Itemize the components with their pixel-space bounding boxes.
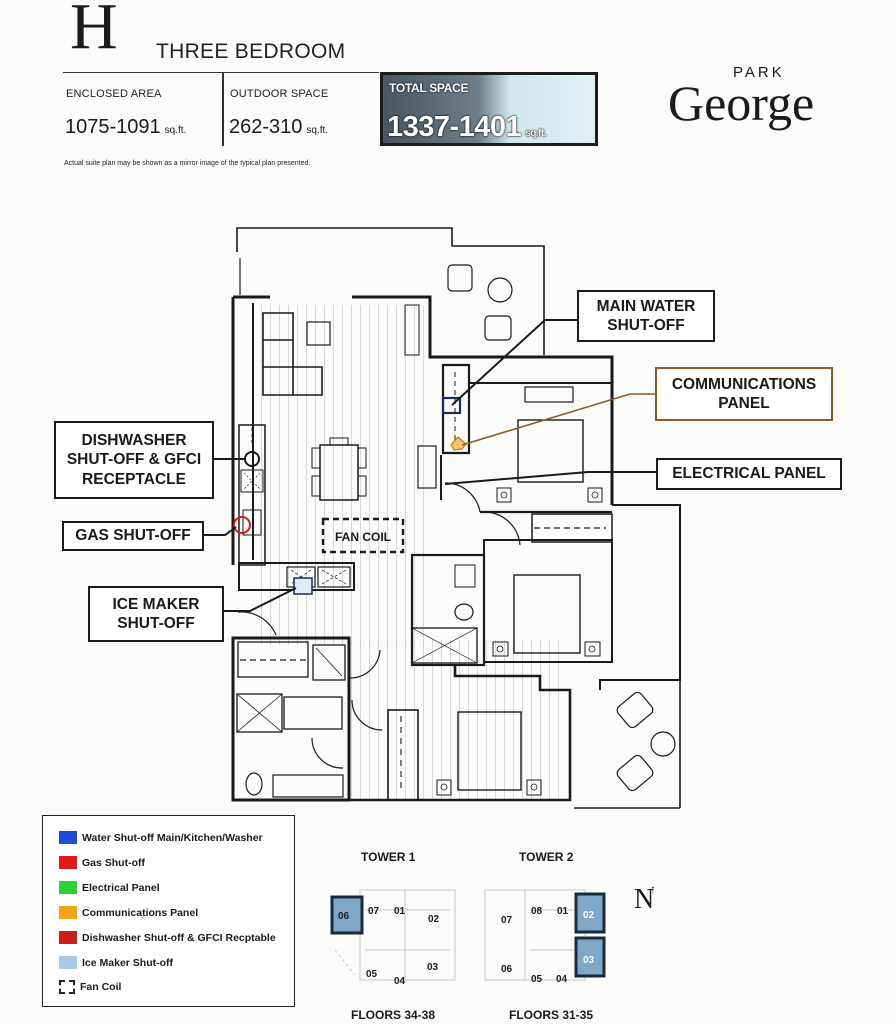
t2-unit-01: 01	[557, 906, 569, 917]
legend-label: Dishwasher Shut-off & GFCI Recptable	[82, 931, 276, 944]
outdoor-space-unit: sq.ft.	[306, 125, 329, 136]
brand-george: George	[668, 75, 815, 131]
legend-electrical: Electrical Panel	[59, 881, 160, 894]
t1-unit-05: 05	[366, 969, 378, 980]
t2-unit-04: 04	[556, 974, 568, 985]
dishwasher-swatch-icon	[59, 931, 77, 944]
communications-callout: COMMUNICATIONS PANEL	[655, 367, 833, 421]
t1-unit-06: 06	[338, 911, 350, 922]
enclosed-area-value: 1075-1091	[65, 116, 161, 138]
tower1-floors: FLOORS 34-38	[351, 1008, 436, 1022]
legend-fan-coil: Fan Coil	[59, 980, 121, 994]
legend-label: Gas Shut-off	[82, 856, 145, 869]
ice-maker-swatch-icon	[59, 956, 77, 969]
unit-letter: H	[70, 0, 118, 63]
tower2-floors: FLOORS 31-35	[509, 1008, 594, 1022]
legend-label: Fan Coil	[80, 981, 122, 993]
t2-unit-03: 03	[583, 955, 595, 966]
outdoor-space-value: 262-310	[229, 116, 303, 138]
dishwasher-line1: DISHWASHER	[81, 431, 187, 449]
legend-label: Communications Panel	[82, 906, 199, 919]
dishwasher-line3: RECEPTACLE	[82, 470, 186, 488]
main-water-line2: SHUT-OFF	[607, 317, 685, 334]
electrical-callout: ELECTRICAL PANEL	[656, 458, 842, 490]
ice-maker-line2: SHUT-OFF	[117, 615, 195, 632]
communications-line2: PANEL	[718, 395, 770, 412]
t1-unit-04: 04	[394, 976, 406, 987]
tower2-title: TOWER 2	[519, 850, 574, 864]
total-space-label: TOTAL SPACE	[389, 81, 469, 95]
stats-divider	[63, 72, 379, 73]
t1-unit-02: 02	[428, 914, 440, 925]
north-arrow-icon: ↑	[650, 882, 656, 896]
fan-coil-swatch-icon	[59, 980, 75, 994]
t2-unit-02: 02	[583, 910, 595, 921]
legend-water: Water Shut-off Main/Kitchen/Washer	[59, 831, 263, 844]
key-plans: 06 07 01 02 05 04 03 07 08 01 02 06 05 0…	[330, 889, 606, 987]
brand-park: PARK	[733, 64, 785, 81]
legend-label: Ice Maker Shut-off	[82, 956, 174, 969]
legend-label: Water Shut-off Main/Kitchen/Washer	[82, 831, 263, 844]
legend: Water Shut-off Main/Kitchen/Washer Gas S…	[42, 815, 295, 1007]
water-swatch-icon	[59, 831, 77, 844]
t1-unit-07: 07	[368, 906, 380, 917]
t1-unit-01: 01	[394, 906, 406, 917]
electrical-swatch-icon	[59, 881, 77, 894]
north-label: N	[634, 884, 655, 915]
total-space-unit: sq.ft.	[525, 128, 547, 139]
enclosed-area-label: ENCLOSED AREA	[66, 88, 162, 100]
t2-unit-05: 05	[531, 974, 543, 985]
t2-unit-08: 08	[531, 906, 543, 917]
communications-line1: COMMUNICATIONS	[671, 375, 817, 393]
total-space-value: 1337-1401	[387, 111, 522, 143]
legend-label: Electrical Panel	[82, 881, 160, 894]
ice-maker-callout: ICE MAKER SHUT-OFF	[88, 586, 224, 642]
enclosed-area-unit: sq.ft.	[164, 125, 187, 136]
main-water-line1: MAIN WATER	[596, 297, 696, 315]
gas-swatch-icon	[59, 856, 77, 869]
ice-maker-line1: ICE MAKER	[112, 595, 200, 613]
gas-callout: GAS SHUT-OFF	[62, 521, 204, 551]
t2-unit-06: 06	[501, 964, 513, 975]
outdoor-space-label: OUTDOOR SPACE	[230, 88, 329, 100]
dishwasher-line2: SHUT-OFF & GFCI	[66, 451, 202, 469]
fan-coil-label: FAN COIL	[335, 530, 391, 544]
t2-unit-07: 07	[501, 915, 513, 926]
legend-gas: Gas Shut-off	[59, 856, 145, 869]
disclaimer: Actual suite plan may be shown as a mirr…	[64, 160, 311, 167]
t1-unit-03: 03	[427, 962, 439, 973]
legend-communications: Communications Panel	[59, 906, 198, 919]
main-water-callout: MAIN WATER SHUT-OFF	[577, 290, 715, 342]
tower1-title: TOWER 1	[361, 850, 416, 864]
legend-ice-maker: Ice Maker Shut-off	[59, 956, 173, 969]
communications-swatch-icon	[59, 906, 77, 919]
unit-type: THREE BEDROOM	[156, 40, 346, 63]
legend-dishwasher: Dishwasher Shut-off & GFCI Recptable	[59, 931, 276, 944]
stats-column-divider	[222, 72, 224, 146]
